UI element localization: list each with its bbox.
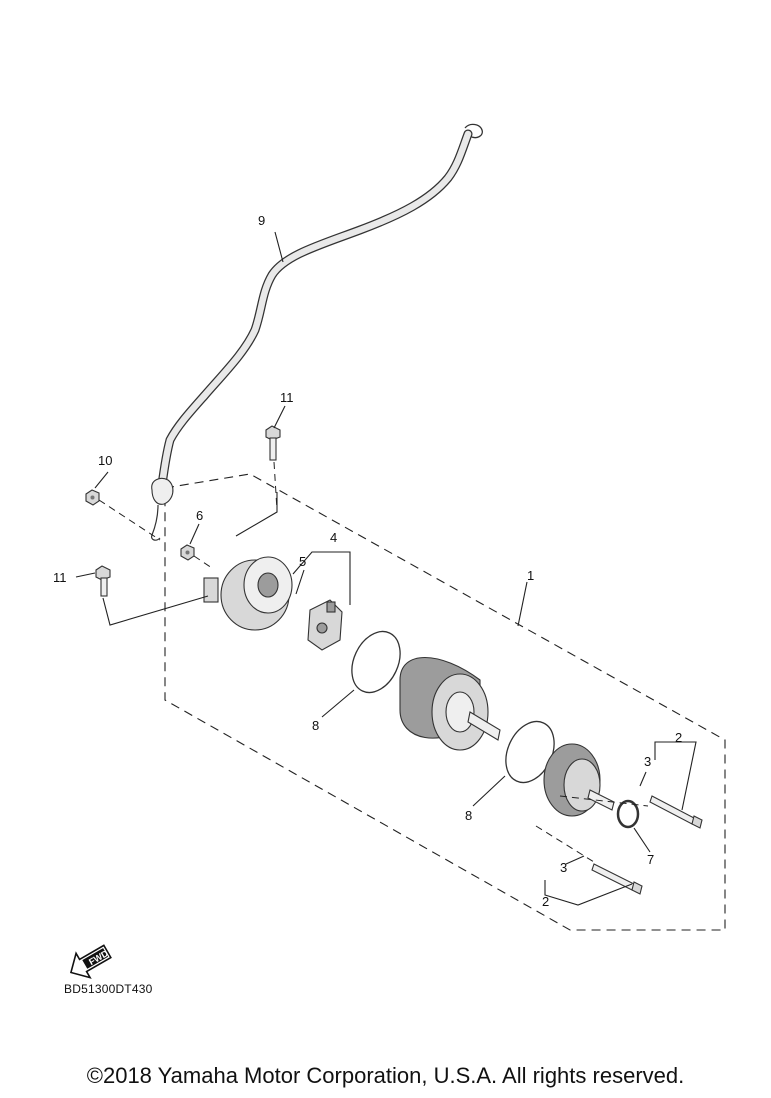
rear-cover[interactable] [543, 743, 615, 817]
through-bolt-upper[interactable] [649, 795, 703, 829]
o-ring-7[interactable] [616, 799, 640, 829]
callout-3-lower: 3 [560, 860, 567, 875]
leader-bolt-upper [559, 795, 649, 807]
bolt-11-upper[interactable] [265, 425, 281, 461]
leader-nut-10 [98, 499, 161, 541]
leader-nut-6 [193, 555, 213, 569]
nut-6[interactable] [180, 544, 195, 561]
starter-cable[interactable] [151, 123, 483, 541]
callout-8-upper: 8 [312, 718, 319, 733]
motor-yoke[interactable] [399, 657, 501, 751]
through-bolt-lower[interactable] [591, 863, 643, 895]
callout-2-upper: 2 [675, 730, 682, 745]
callout-2-lower: 2 [542, 894, 549, 909]
nut-10[interactable] [85, 489, 100, 506]
leader-bolt-lower [535, 825, 595, 863]
callout-8-lower: 8 [465, 808, 472, 823]
copyright-notice: ©2018 Yamaha Motor Corporation, U.S.A. A… [86, 1063, 685, 1088]
callout-3-upper: 3 [644, 754, 651, 769]
callout-1: 1 [527, 568, 534, 583]
callout-9: 9 [258, 213, 265, 228]
callout-10: 10 [98, 453, 112, 468]
assembly-boundary [164, 473, 726, 931]
parts-diagram: 9 11 10 6 4 5 11 1 8 2 3 8 7 3 2 FWD [53, 123, 726, 979]
leader-lines [75, 231, 697, 906]
bolt-11-left[interactable] [95, 565, 111, 597]
fwd-arrow-icon: FWD [69, 944, 112, 979]
callout-11-left: 11 [53, 570, 67, 585]
diagram-code: BD51300DT430 [64, 982, 153, 996]
callout-4: 4 [330, 530, 337, 545]
callout-11-upper: 11 [280, 390, 294, 405]
front-cover[interactable] [203, 556, 293, 631]
o-ring-8-upper[interactable] [343, 624, 410, 701]
callout-6: 6 [196, 508, 203, 523]
brush-holder[interactable] [307, 599, 343, 651]
callout-5: 5 [299, 554, 306, 569]
callout-7: 7 [647, 852, 654, 867]
